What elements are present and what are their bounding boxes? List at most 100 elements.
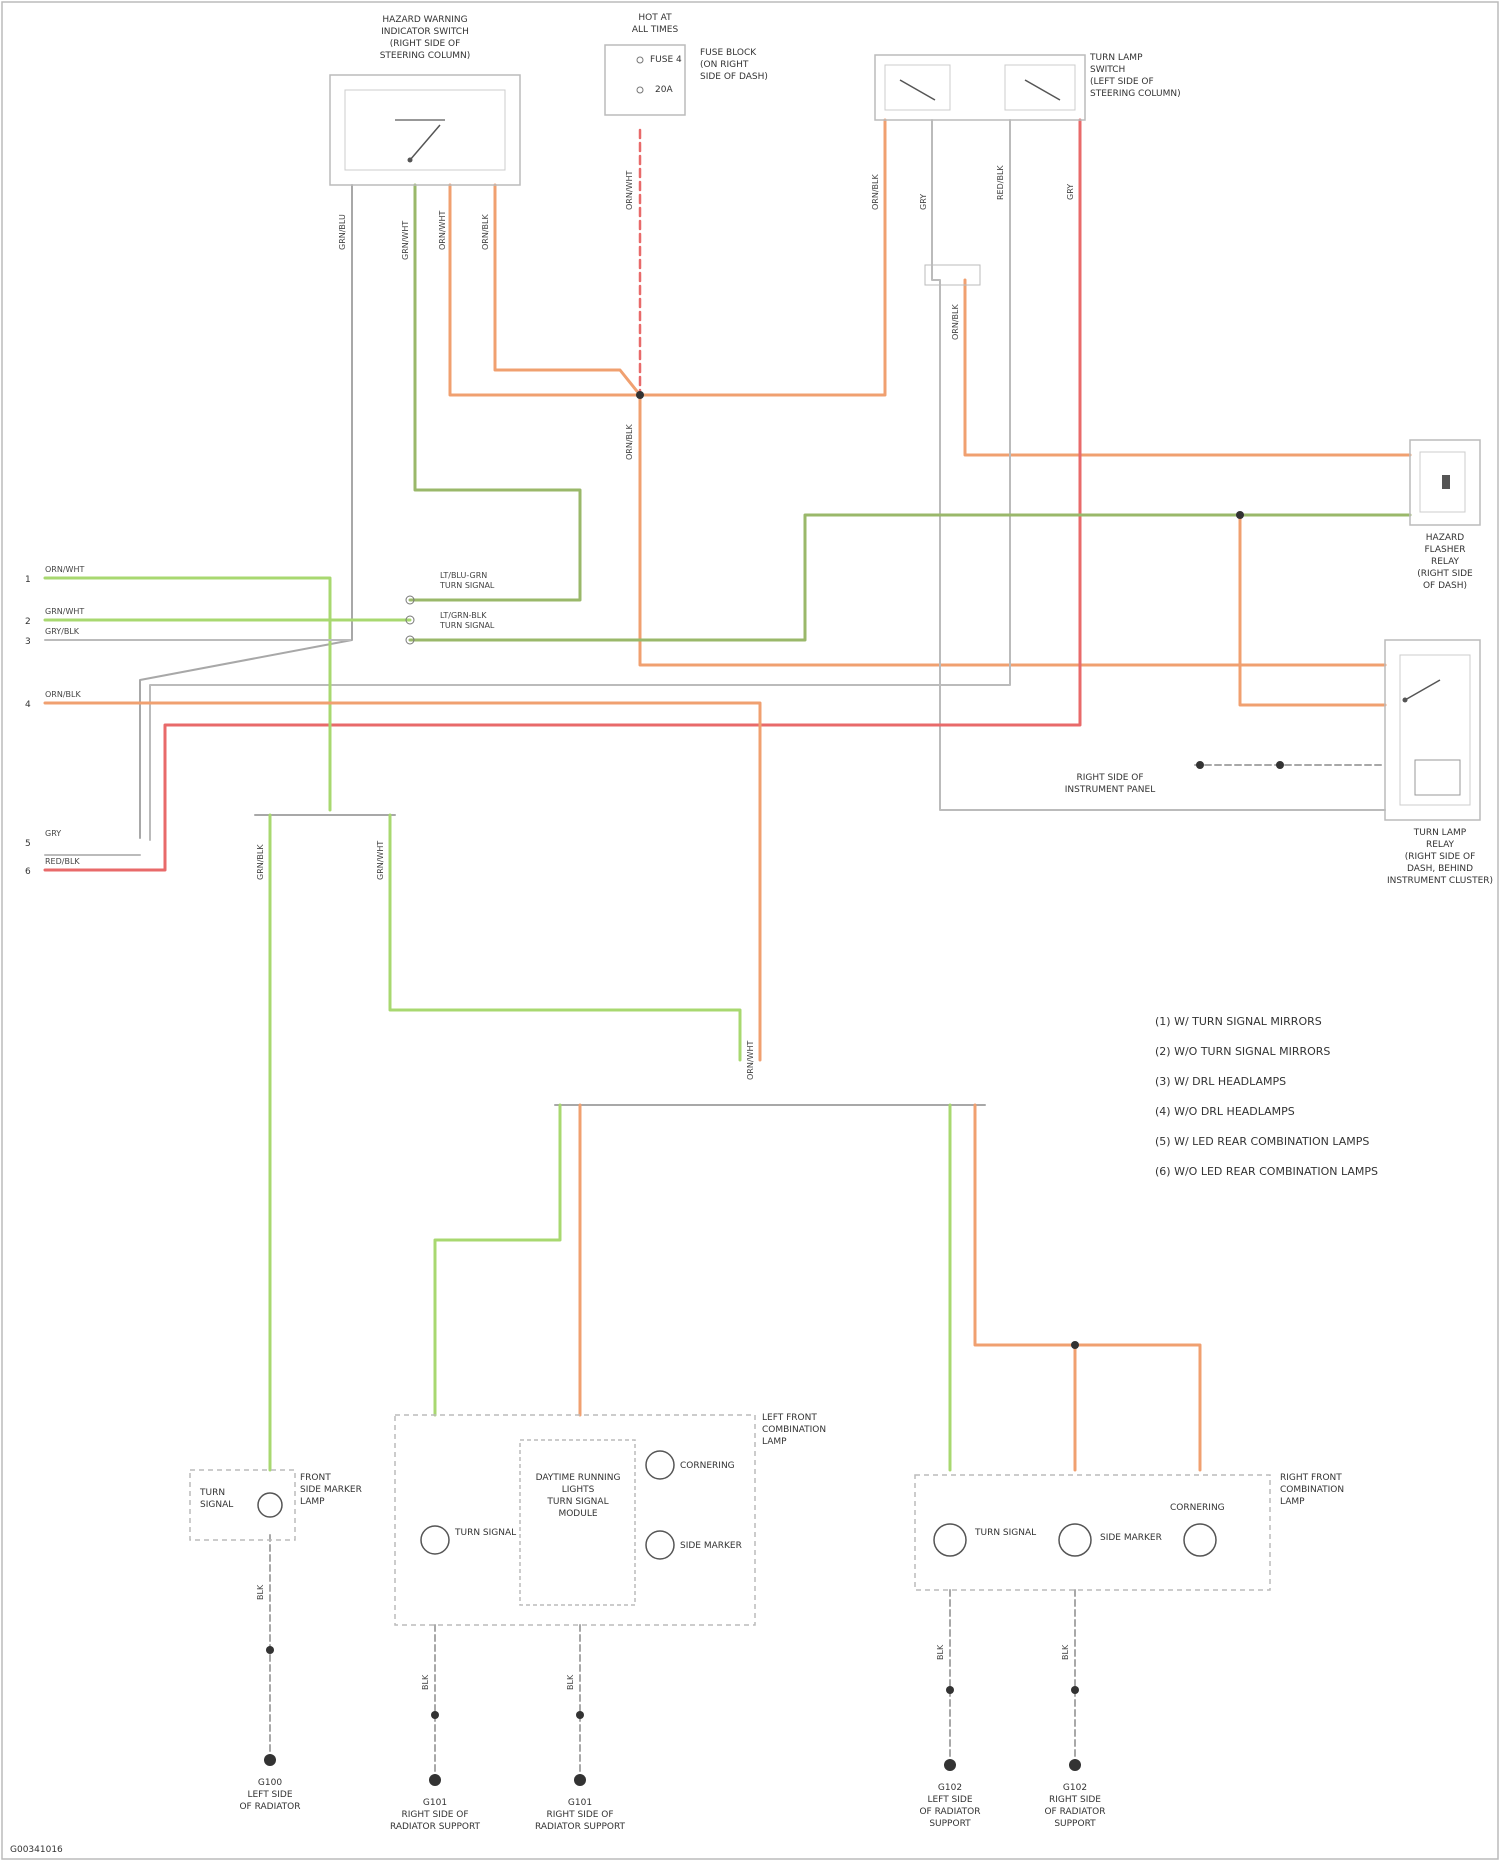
lamp-bulb-icon: [934, 1524, 966, 1556]
caption-line: LAMP: [300, 1497, 325, 1507]
module-label: MODULE: [558, 1509, 597, 1519]
wire-label: GRY: [919, 194, 928, 210]
caption-line: LEFT FRONT: [762, 1413, 817, 1423]
ground-label: RADIATOR SUPPORT: [535, 1822, 626, 1832]
terminal-label: GRY/BLK: [45, 627, 80, 636]
lamp-label: SIDE MARKER: [680, 1541, 742, 1551]
caption-line: (RIGHT SIDE: [1417, 569, 1473, 579]
component-box: [915, 1475, 1270, 1590]
splice-dot: [636, 391, 644, 399]
module-label: TURN SIGNAL: [546, 1497, 608, 1507]
lamp-label: SIDE MARKER: [1100, 1533, 1162, 1543]
switch-arm: [410, 125, 440, 160]
module-label: DAYTIME RUNNING: [536, 1473, 621, 1483]
wire-orange-top-left-2: [495, 185, 640, 395]
terminal-pin: 6: [25, 867, 31, 877]
caption-line: RELAY: [1426, 840, 1455, 850]
caption-line: (RIGHT SIDE OF: [390, 39, 461, 49]
wire-green-lcl: [435, 1105, 560, 1415]
ground-label: RIGHT SIDE OF: [546, 1810, 613, 1820]
wire-label: BLK: [421, 1674, 430, 1690]
splice-dot: [1196, 761, 1204, 769]
caption-line: TURN LAMP: [1413, 828, 1467, 838]
wire-label: ORN/WHT: [625, 171, 634, 210]
caption-line: HAZARD: [1426, 533, 1465, 543]
fuse-terminal: [637, 87, 643, 93]
caption-line: INDICATOR SWITCH: [381, 27, 469, 37]
caption-line: RIGHT FRONT: [1280, 1473, 1342, 1483]
ground-label: RIGHT SIDE OF: [401, 1810, 468, 1820]
ground-icon: [264, 1754, 276, 1766]
wire-orange-hazard-to-relay: [1240, 515, 1385, 705]
switch-arm: [1405, 680, 1440, 700]
relay-coil: [1415, 760, 1460, 795]
wire-orange-left-4: [45, 703, 760, 1060]
wire-orange-top-left-1: [450, 185, 640, 395]
svg-text:TURN SIGNAL: TURN SIGNAL: [454, 1528, 516, 1538]
lamp-bulb-icon: [1184, 1524, 1216, 1556]
connector-label: LT/GRN-BLK: [440, 611, 487, 620]
ground-icon: [944, 1759, 956, 1771]
wire-labels: GRN/BLU GRN/WHT ORN/WHT ORN/BLK ORN/WHT …: [256, 165, 1075, 1690]
svg-text:FUSE BLOCK(ON RIGHTSIDE OF DAS: FUSE BLOCK(ON RIGHTSIDE OF DASH): [700, 48, 768, 82]
turn-lamp-switch: TURN LAMPSWITCH(LEFT SIDE OFSTEERING COL…: [875, 53, 1181, 285]
svg-text:HAZARDFLASHERRELAY(RIGHT SIDEO: HAZARDFLASHERRELAY(RIGHT SIDEOF DASH): [1417, 533, 1473, 591]
ground-icon: [1069, 1759, 1081, 1771]
terminal-label: GRY: [45, 829, 61, 838]
caption-line: COMBINATION: [762, 1425, 826, 1435]
caption-line: INSTRUMENT PANEL: [1065, 785, 1155, 795]
ground-icon: [574, 1774, 586, 1786]
ground-label: SUPPORT: [1054, 1819, 1096, 1829]
terminal-label: ORN/BLK: [45, 690, 81, 699]
switch-pivot: [408, 158, 413, 163]
lamp-label: CORNERING: [1170, 1503, 1225, 1513]
caption-line: SWITCH: [1090, 65, 1125, 75]
wires: [45, 120, 1410, 1780]
wire-label: GRY: [1066, 184, 1075, 200]
svg-text:DAYTIME RUNNINGLIGHTSTURN SIGN: DAYTIME RUNNINGLIGHTSTURN SIGNALMODULE: [536, 1473, 621, 1519]
caption-line: LAMP: [1280, 1497, 1305, 1507]
wire-orange-rcl: [975, 1105, 1200, 1470]
left-terminals: 1 ORN/WHT 2 GRN/WHT 3 GRY/BLK 4 ORN/BLK …: [25, 565, 84, 877]
ground-label: G101: [423, 1798, 447, 1808]
legend-item: (5) W/ LED REAR COMBINATION LAMPS: [1155, 1135, 1369, 1148]
wire-green-down-mid: [390, 815, 740, 1060]
caption-line: LAMP: [762, 1437, 787, 1447]
terminal-pin: 5: [25, 839, 31, 849]
ground-label: SUPPORT: [929, 1819, 971, 1829]
ground-label: G101: [568, 1798, 592, 1808]
wire-label: GRN/BLU: [338, 214, 347, 250]
caption-line: OF DASH): [1423, 581, 1467, 591]
caption-line: ALL TIMES: [632, 25, 679, 35]
ground-label: OF RADIATOR: [239, 1802, 300, 1812]
svg-text:TURN SIGNAL: TURN SIGNAL: [974, 1528, 1036, 1538]
fuse-terminal: [637, 57, 643, 63]
lamp-bulb-icon: [258, 1493, 282, 1517]
caption-line: STEERING COLUMN): [1090, 89, 1181, 99]
caption-line: FLASHER: [1425, 545, 1466, 555]
legend-item: (4) W/O DRL HEADLAMPS: [1155, 1105, 1295, 1118]
ground-label: G102: [1063, 1783, 1087, 1793]
lamp-bulb-icon: [1059, 1524, 1091, 1556]
lamp-label: TURN: [199, 1488, 225, 1498]
wire-label: RED/BLK: [996, 165, 1005, 200]
caption-line: TURN LAMP: [1089, 53, 1143, 63]
connector-label: TURN SIGNAL: [439, 621, 495, 630]
caption-line: (ON RIGHT: [700, 60, 749, 70]
caption-line: SIDE OF DASH): [700, 72, 768, 82]
ground-label: OF RADIATOR: [919, 1807, 980, 1817]
fuse-label: FUSE 4: [650, 55, 682, 65]
wire-label: GRN/WHT: [376, 841, 385, 880]
caption-line: RIGHT SIDE OF: [1076, 773, 1143, 783]
hazard-switch-inner: [345, 90, 505, 170]
